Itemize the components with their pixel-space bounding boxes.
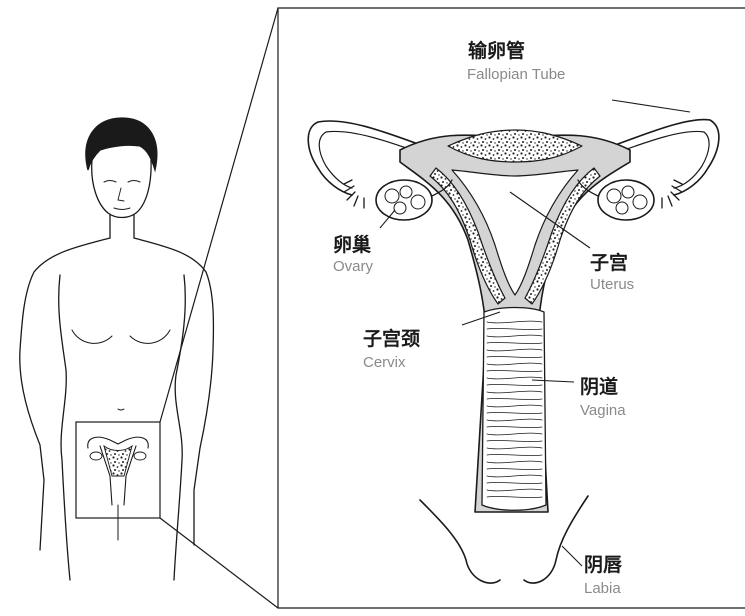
label-ovary-en: Ovary [333, 258, 373, 275]
neck [110, 215, 134, 238]
label-labia-zh: 阴唇 [584, 550, 622, 577]
nose [118, 188, 124, 201]
label-ovary-zh: 卵巢 [333, 230, 371, 257]
woman-figure [20, 118, 214, 580]
leader-labia [562, 546, 582, 566]
label-fallopian-tube-zh: 输卵管 [468, 36, 525, 63]
eyes [104, 181, 140, 183]
navel [118, 409, 124, 410]
reproductive-anatomy [308, 120, 719, 584]
label-labia-en: Labia [584, 580, 621, 597]
label-vagina-en: Vagina [580, 402, 626, 419]
label-vagina-zh: 阴道 [580, 372, 618, 399]
torso-right [174, 275, 185, 580]
leader-fallopian [612, 100, 690, 112]
label-cervix-en: Cervix [363, 354, 406, 371]
label-uterus-en: Uterus [590, 276, 634, 293]
chest [72, 330, 170, 343]
face [92, 160, 151, 218]
label-uterus-zh: 子宫 [590, 248, 628, 275]
label-fallopian-tube-en: Fallopian Tube [467, 66, 565, 83]
mouth [114, 208, 130, 210]
label-cervix-zh: 子宫颈 [363, 324, 420, 351]
torso-left [59, 275, 70, 580]
vaginal-canal [482, 308, 546, 511]
zoom-connector-top [160, 8, 278, 422]
zoom-panel [160, 8, 745, 608]
hair [86, 118, 157, 170]
